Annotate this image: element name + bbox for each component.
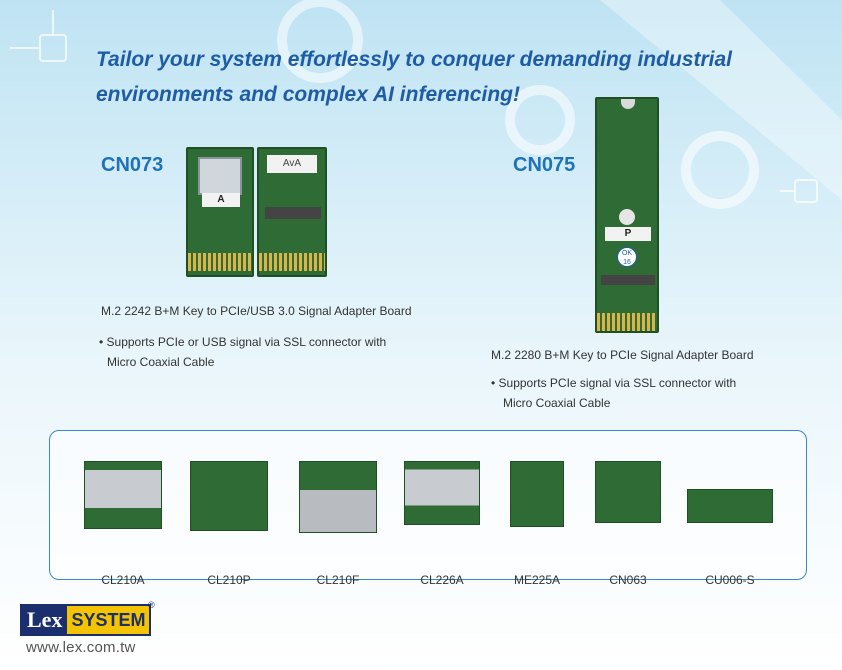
usb-connector — [198, 157, 242, 195]
ok-badge: OK 16 — [617, 247, 637, 267]
product-image — [404, 461, 480, 525]
ssl-connector — [265, 207, 321, 219]
product-panel: CL210A CL210P CL210F CL226A ME225A CN063… — [49, 430, 807, 587]
product-label: CN063 — [609, 573, 647, 587]
product-label: ME225A — [513, 573, 561, 587]
product-label: CL210P — [207, 573, 251, 587]
cn075-title: CN075 — [513, 154, 576, 176]
product-card-cl210f: CL210F — [298, 461, 378, 587]
product-label: CL210A — [101, 573, 145, 587]
product-card-cn063: CN063 — [593, 461, 663, 587]
gold-edge-connector — [597, 313, 657, 331]
board-label: AvA — [267, 155, 317, 173]
lex-system-logo: Lex SYSTEM ® — [20, 600, 155, 636]
product-card-cl226a: CL226A — [402, 461, 482, 587]
product-image — [190, 461, 268, 531]
product-card-me225a: ME225A — [502, 461, 572, 587]
product-image — [299, 461, 377, 533]
headline-line-1: Tailor your system effortlessly to conqu… — [96, 48, 732, 71]
cn073-title: CN073 — [101, 154, 164, 176]
product-label: CL210F — [316, 573, 360, 587]
product-card-cl210p: CL210P — [189, 461, 269, 587]
product-card-cl210a: CL210A — [83, 461, 163, 587]
gold-edge-connector — [188, 253, 252, 271]
product-card-cu006-s: CU006-S — [686, 461, 774, 587]
cn075-board-image: P OK 16 — [595, 97, 659, 333]
headline-line-2: environments and complex AI inferencing! — [96, 83, 520, 106]
mounting-hole — [621, 99, 635, 109]
cn073-description: M.2 2242 B+M Key to PCIe/USB 3.0 Signal … — [101, 304, 412, 318]
gold-edge-connector — [259, 253, 325, 271]
logo-system: SYSTEM — [67, 606, 150, 634]
product-image — [687, 489, 773, 523]
logo-lex: Lex — [22, 606, 68, 634]
board-label: A — [202, 193, 240, 207]
product-image — [595, 461, 661, 523]
cn073-board-back-image: AvA — [257, 147, 327, 277]
product-image — [84, 461, 162, 529]
mounting-hole — [619, 209, 635, 225]
cn073-bullet-line-1: • Supports PCIe or USB signal via SSL co… — [99, 335, 387, 349]
ssl-connector — [601, 275, 655, 285]
cn075-bullet-line-2: Micro Coaxial Cable — [503, 396, 611, 410]
headline: Tailor your system effortlessly to conqu… — [96, 42, 796, 112]
product-label: CU006-S — [705, 573, 755, 587]
cn073-bullet-line-2: Micro Coaxial Cable — [107, 355, 215, 369]
cn075-description: M.2 2280 B+M Key to PCIe Signal Adapter … — [491, 348, 754, 362]
website-link[interactable]: www.lex.com.tw — [26, 639, 136, 656]
product-label: CL226A — [420, 573, 464, 587]
cn075-bullet-line-1: • Supports PCIe signal via SSL connector… — [491, 376, 737, 390]
registered-mark: ® — [148, 600, 155, 610]
board-label: P — [605, 227, 651, 241]
cn073-board-front-image: A — [186, 147, 254, 277]
product-image — [510, 461, 564, 527]
